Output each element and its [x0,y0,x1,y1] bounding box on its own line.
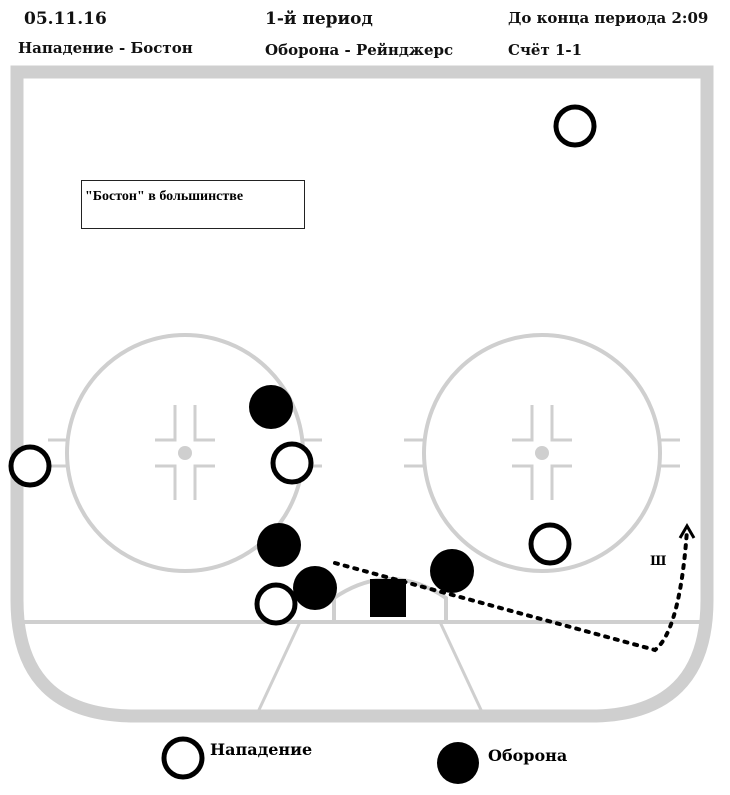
defense-player [293,566,337,610]
situation-note-text: "Бостон" в большинстве [85,189,244,204]
offense-players [8,104,597,626]
legend-defense: Оборона [488,746,568,765]
offense-player [528,522,572,566]
rink-boards [10,65,714,723]
time-left: До конца периода 2:09 [508,9,709,27]
legend-defense-icon [437,742,479,784]
shot-label: Ш [650,554,667,569]
offense-team: Нападение - Бостон [18,39,193,57]
score: Счёт 1-1 [508,41,583,59]
goalie [370,579,406,617]
legend-offense-icon [161,736,205,780]
defense-player [430,549,474,593]
hash-marks [48,405,680,500]
period: 1-й период [265,9,373,29]
arrow-head-icon [678,523,696,539]
defense-team: Оборона - Рейнджерс [265,41,454,59]
offense-player [8,444,52,488]
legend-offense: Нападение [210,740,313,759]
offense-player [270,441,314,485]
defense-players [249,385,474,610]
defense-player [257,523,301,567]
situation-note: "Бостон" в большинстве [81,180,305,229]
offense-player [553,104,597,148]
offense-player [254,582,298,626]
faceoff-circle-right [422,333,662,573]
pass-path [333,528,689,653]
date: 05.11.16 [24,9,107,29]
defense-player [249,385,293,429]
